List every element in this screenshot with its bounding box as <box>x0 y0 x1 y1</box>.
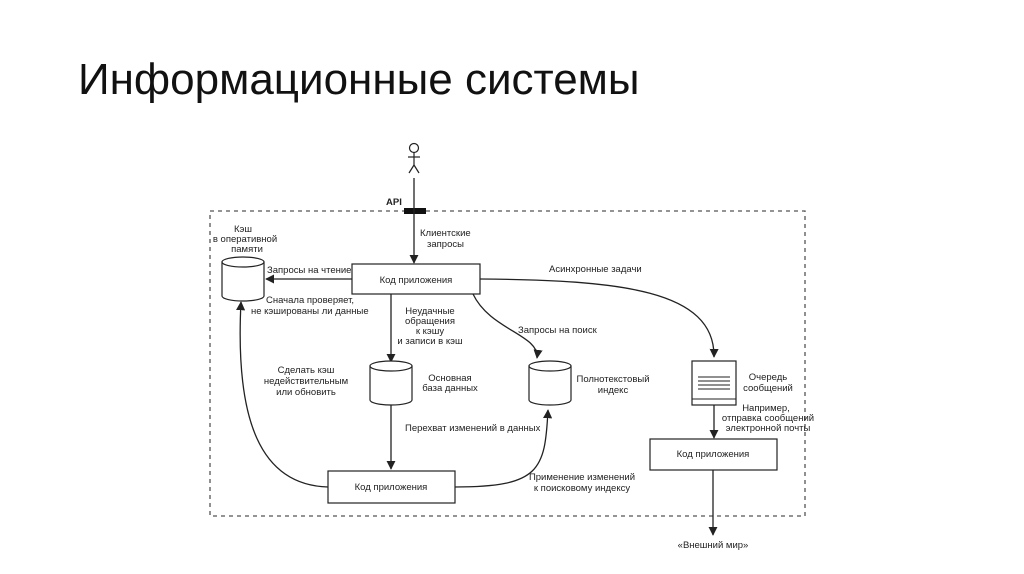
cache-label-3: памяти <box>231 244 263 255</box>
edge-async-tasks <box>479 278 719 358</box>
main-database-cylinder-icon <box>369 360 413 406</box>
edge-invalidate-cache <box>236 301 329 488</box>
edge-label-invalidate-3: или обновить <box>276 387 336 398</box>
edge-label-client-requests-1: Клиентские <box>420 228 471 239</box>
fulltext-index-label-1: Полнотекстовый <box>576 374 649 385</box>
edge-label-apply-changes-2: к поисковому индексу <box>534 483 630 494</box>
user-actor-icon <box>408 142 420 174</box>
edge-label-invalidate-2: недействительным <box>264 376 348 387</box>
edge-label-cache-miss-3: к кэшу <box>416 326 445 337</box>
cache-cylinder-icon <box>221 256 265 302</box>
edge-label-change-capture: Перехват изменений в данных <box>405 423 541 434</box>
app-code-top-label: Код приложения <box>380 275 453 286</box>
edge-search-requests <box>472 293 543 359</box>
edge-label-apply-changes-1: Применение изменений <box>529 472 635 483</box>
cache-label-2: в оперативной <box>213 234 277 245</box>
fulltext-index-cylinder-icon <box>528 360 572 406</box>
edge-label-email-1: Например, <box>742 403 790 414</box>
edge-label-cache-miss-2: обращения <box>405 316 455 327</box>
edge-label-email-3: электронной почты <box>726 423 811 434</box>
edge-label-cache-miss-4: и записи в кэш <box>397 336 462 347</box>
api-label: API <box>386 197 402 208</box>
app-code-right-node <box>649 438 778 471</box>
cache-label-1: Кэш <box>234 224 252 235</box>
edge-label-email-2: отправка сообщений <box>722 413 814 424</box>
api-gateway-bar <box>404 208 426 214</box>
message-queue-icon <box>691 360 737 406</box>
app-code-bottom-label: Код приложения <box>355 482 428 493</box>
edge-apply-changes <box>454 409 553 488</box>
message-queue-label-1: Очередь <box>749 372 788 383</box>
edge-label-check-cache-2: не кэшированы ли данные <box>251 306 369 317</box>
edge-label-search-requests: Запросы на поиск <box>518 325 598 336</box>
edge-label-client-requests-2: запросы <box>427 239 464 250</box>
system-boundary <box>209 210 806 517</box>
edge-label-async-tasks: Асинхронные задачи <box>549 264 642 275</box>
main-db-label-2: база данных <box>422 383 478 394</box>
message-queue-label-2: сообщений <box>743 383 793 394</box>
app-code-bottom-node <box>327 470 456 504</box>
edge-label-invalidate-1: Сделать кэш <box>278 365 335 376</box>
external-world-label: «Внешний мир» <box>678 540 749 551</box>
edge-label-read-requests: Запросы на чтение <box>267 265 351 276</box>
edge-label-cache-miss-1: Неудачные <box>405 306 454 317</box>
edge-label-check-cache-1: Сначала проверяет, <box>266 295 354 306</box>
fulltext-index-label-2: индекс <box>598 385 629 396</box>
main-db-label-1: Основная <box>428 373 471 384</box>
app-code-right-label: Код приложения <box>677 449 750 460</box>
slide-title: Информационные системы <box>78 55 640 104</box>
